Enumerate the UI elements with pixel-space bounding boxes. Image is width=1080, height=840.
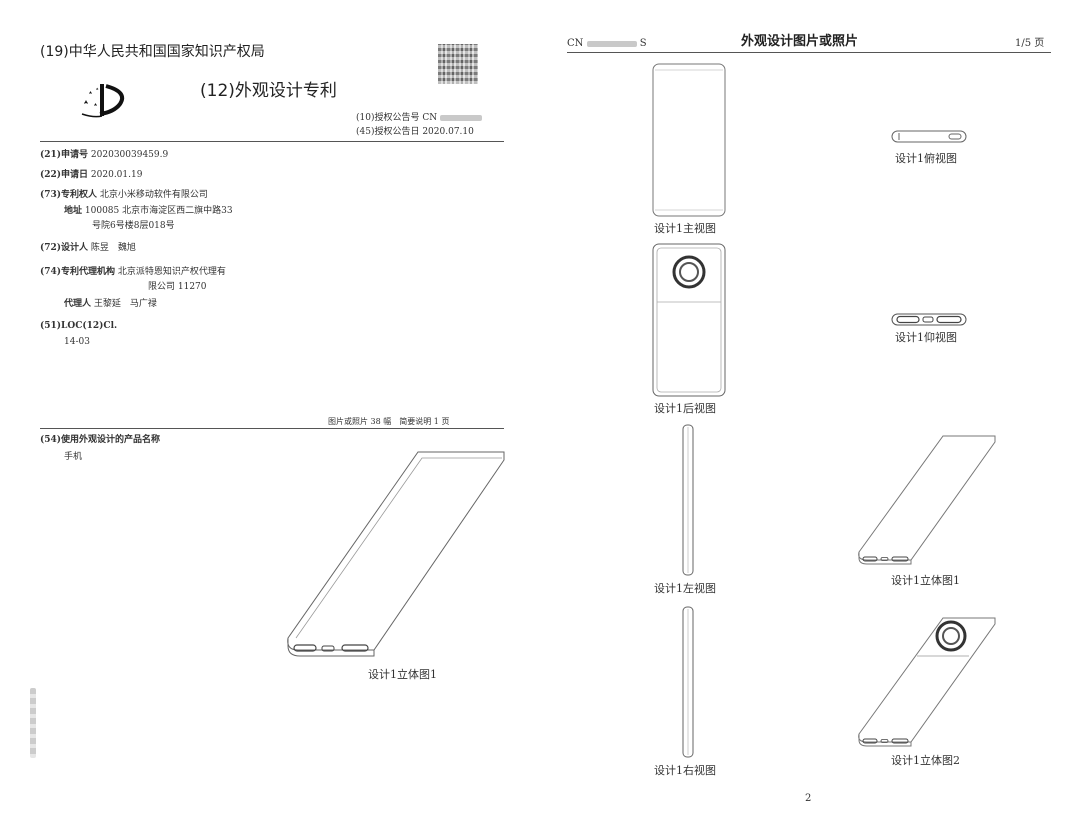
qr-code-icon: [438, 44, 478, 84]
left-view-caption: 设计1左视图: [654, 582, 716, 595]
perspective-2-caption: 设计1立体图2: [891, 754, 960, 767]
page-number: 2: [805, 793, 812, 804]
back-view-drawing: [651, 242, 727, 398]
right-view-caption: 设计1右视图: [654, 764, 716, 777]
document-type: (12)外观设计专利: [200, 81, 337, 101]
field-designer: (72)设计人 陈昱 魏旭: [40, 243, 136, 253]
side-barcode-mark: [30, 688, 36, 758]
main-perspective-caption: 设计1立体图1: [368, 668, 437, 681]
field-loc-value: 14-03: [64, 337, 90, 347]
top-view-drawing: [891, 130, 967, 144]
top-view-caption: 设计1俯视图: [895, 152, 957, 165]
header-patent-number: CN S: [567, 38, 647, 49]
main-perspective-drawing: [282, 446, 506, 660]
bottom-view-drawing: [891, 313, 967, 327]
front-view-caption: 设计1主视图: [654, 222, 716, 235]
field-address: 地址 100085 北京市海淀区西二旗中路33: [64, 206, 233, 216]
field-application-date: (22)申请日 2020.01.19: [40, 170, 143, 180]
left-page: (19)中华人民共和国国家知识产权局 (12)外观设计专利 (10)授权公告号 …: [0, 0, 515, 840]
pages-note: 图片或照片 38 幅 简要说明 1 页: [328, 417, 450, 426]
office-name: (19)中华人民共和国国家知识产权局: [40, 44, 265, 60]
perspective-1-caption: 设计1立体图1: [891, 574, 960, 587]
left-view-drawing: [682, 424, 694, 576]
header-divider: [40, 141, 504, 142]
right-header-divider: [567, 52, 1051, 53]
header-title: 外观设计图片或照片: [741, 34, 859, 49]
bottom-view-caption: 设计1仰视图: [895, 331, 957, 344]
right-page: CN S 外观设计图片或照片 1/5 页 设计1主视图 设计1俯视图 设计1后视…: [555, 0, 1080, 840]
perspective-1-drawing: [855, 432, 999, 568]
field-loc: (51)LOC(12)Cl.: [40, 321, 118, 331]
field-agency-cont: 限公司 11270: [148, 282, 207, 292]
field-patentee: (73)专利权人 北京小米移动软件有限公司: [40, 190, 208, 200]
field-address-cont: 号院6号楼8层018号: [92, 221, 175, 231]
cnipa-emblem-icon: [76, 80, 134, 120]
front-view-drawing: [651, 62, 727, 218]
redacted-number: [439, 114, 482, 121]
field-agent: 代理人 王黎延 马广禄: [64, 299, 157, 309]
product-name-label: (54)使用外观设计的产品名称: [40, 435, 161, 445]
publication-number: (10)授权公告号 CN: [356, 112, 482, 124]
product-name: 手机: [64, 452, 83, 462]
section-divider: [40, 428, 504, 429]
field-application-number: (21)申请号 202030039459.9: [40, 150, 169, 160]
right-view-drawing: [682, 606, 694, 758]
header-page: 1/5 页: [1015, 38, 1045, 49]
perspective-2-drawing: [855, 614, 999, 750]
publication-date: (45)授权公告日 2020.07.10: [356, 127, 474, 137]
redacted-header-number: [586, 40, 637, 47]
field-agency: (74)专利代理机构 北京派特恩知识产权代理有: [40, 267, 226, 277]
back-view-caption: 设计1后视图: [654, 402, 716, 415]
